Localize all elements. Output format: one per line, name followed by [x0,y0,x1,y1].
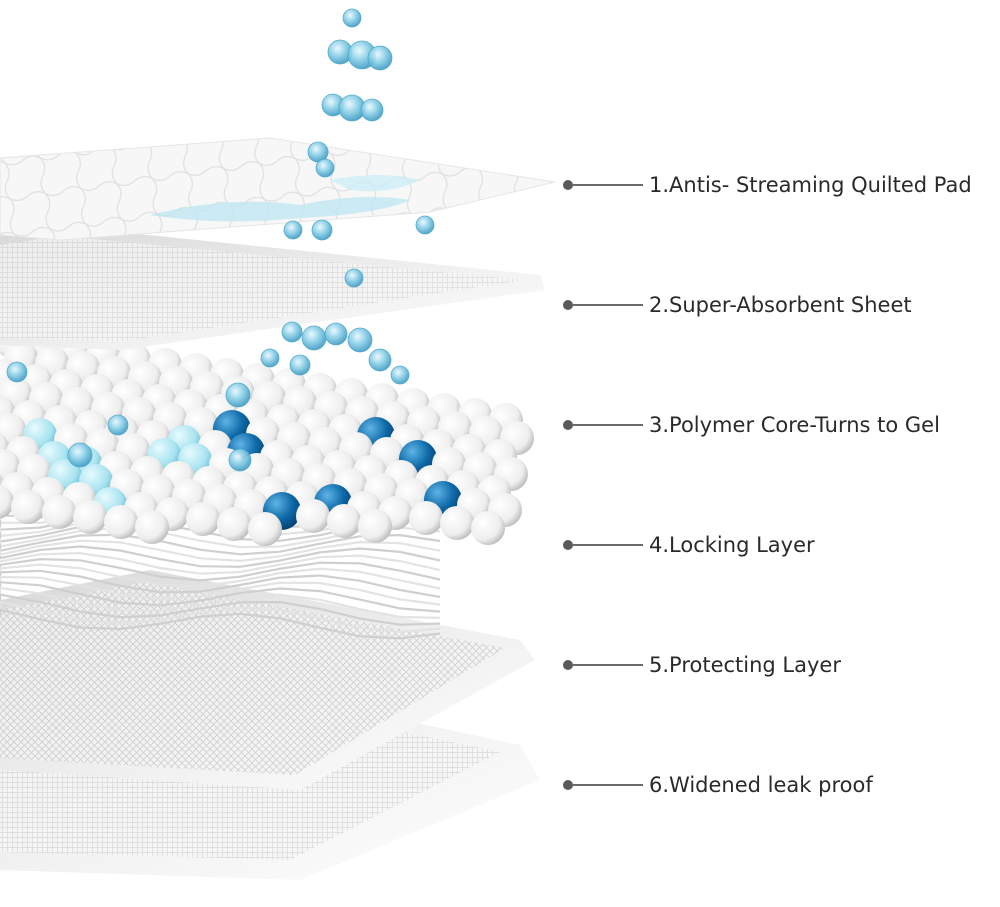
polymer-bead [358,509,392,543]
callout-dot [563,180,573,190]
water-drop [360,98,384,122]
polymer-bead [248,512,282,546]
water-drop [367,45,393,71]
water-drop [342,8,362,28]
fibre-strand [0,563,441,590]
water-drop [107,414,129,436]
polymer-bead [217,507,251,541]
polymer-bead [471,511,505,545]
water-drop [301,325,327,351]
water-drop [228,448,252,472]
layer-1-sheet [0,137,556,241]
polymer-bead [186,502,220,536]
callout-layer-2: 2.Super-Absorbent Sheet [563,290,1000,320]
callout-layer-5: 5.Protecting Layer [563,650,1000,680]
fibre-strand [0,557,441,582]
water-drop [324,322,348,346]
water-drop [347,327,373,353]
callout-leader [573,304,643,306]
layer-5-label: 5.Protecting Layer [649,653,841,677]
fibre-strand [0,600,441,634]
layer-2-label: 2.Super-Absorbent Sheet [649,293,912,317]
water-drop [311,219,333,241]
water-drop [315,158,335,178]
water-drop [390,365,410,385]
water-drop [415,215,435,235]
layer-2-sheet [0,226,545,350]
water-drop [344,268,364,288]
callout-leader [573,424,643,426]
callout-leader [573,784,643,786]
water-drop [260,348,280,368]
callout-leader [573,544,643,546]
callout-layer-4: 4.Locking Layer [563,530,1000,560]
fibre-strand [0,581,441,613]
water-drop [368,348,392,372]
callout-layer-1: 1.Antis- Streaming Quilted Pad [563,170,1000,200]
water-drop [67,442,93,468]
water-drop [225,382,251,408]
water-drops [6,8,435,472]
polymer-bead [0,485,14,519]
callout-dot [563,300,573,310]
fibre-strand [0,545,441,568]
callout-leader [573,664,643,666]
callout-layer-6: 6.Widened leak proof [563,770,1000,800]
polymer-bead [11,490,45,524]
polymer-bead [104,505,138,539]
fibre-strand [0,569,441,598]
fibre-strand [0,533,441,556]
polymer-bead [73,500,107,534]
polymer-bead [135,510,169,544]
callout-dot [563,420,573,430]
polymer-bead [409,501,443,535]
callout-dot [563,660,573,670]
fibre-strand [0,575,441,606]
water-drop [289,354,311,376]
layer-3-bead-core [0,323,534,546]
water-drop [283,220,303,240]
fibre-strand [0,593,441,626]
layer-1-label: 1.Antis- Streaming Quilted Pad [649,173,972,197]
polymer-bead [296,499,330,533]
polymer-bead [42,495,76,529]
water-drop [6,361,28,383]
fibre-strand [0,551,441,575]
callout-dot [563,780,573,790]
polymer-bead [440,506,474,540]
callout-layer-3: 3.Polymer Core-Turns to Gel [563,410,1000,440]
fibre-strand [0,608,441,640]
fibre-strand [0,539,441,563]
callout-leader [573,184,643,186]
fibre-strand [0,586,441,619]
polymer-bead [327,504,361,538]
layer-6-label: 6.Widened leak proof [649,773,873,797]
water-drop [281,321,303,343]
layer-3-label: 3.Polymer Core-Turns to Gel [649,413,940,437]
callout-dot [563,540,573,550]
layer-4-label: 4.Locking Layer [649,533,815,557]
